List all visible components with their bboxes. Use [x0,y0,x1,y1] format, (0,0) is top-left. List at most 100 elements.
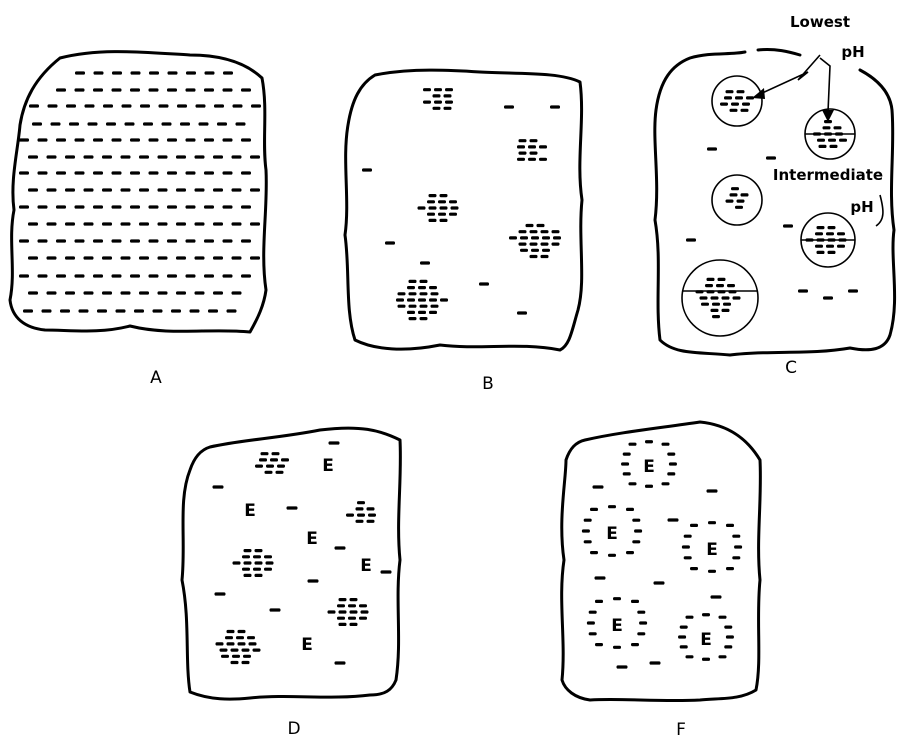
panel-f-cluster-dash [589,611,597,614]
panel-d-cluster-dash [356,507,364,510]
panel-f-cluster-dash [589,632,597,635]
panel-a-dash [236,122,246,125]
panel-a-dash [159,104,169,107]
panel-c-cluster-dash [712,303,720,306]
panel-f-cluster-dash [645,440,653,443]
panel-f-cluster-dash [608,554,616,557]
panel-a-dash [84,291,94,294]
panel-a-dash [167,239,177,242]
panel-a-dash [75,239,85,242]
panel-a-dash [158,188,168,191]
panel-a-dash [195,222,205,225]
panel-c-cluster-dash [701,303,709,306]
panel-a-dash [66,104,76,107]
panel-b-cluster-dash [429,298,437,301]
panel-f-cluster-dash [608,505,616,508]
panel-a-dash [38,205,48,208]
panel-f-cluster-dash [667,453,675,456]
panel-f-cluster-dash [682,545,690,548]
panel-b-outline [345,70,582,350]
panel-b-cluster-dash [438,200,446,203]
panel-b-cluster-dash [445,88,453,91]
panel-a-dash [186,71,196,74]
panel-a-dash [241,171,251,174]
panel-a-dash [204,274,214,277]
panel-c-cluster-dash [712,315,720,318]
panel-b-cluster-dash [537,224,545,227]
panel-d-cluster-dash [261,452,269,455]
panel-f-cluster-dash [702,613,710,616]
panel-a-dash [168,71,178,74]
panel-f-cluster-dash [662,482,670,485]
panel-b-cluster-dash [431,305,439,308]
panel-a-dash [56,274,66,277]
panel-f-e-marker: E [643,457,655,477]
panel-a-dash [93,171,103,174]
panel-b-cluster-dash [449,213,457,216]
panel-a-dash [204,205,214,208]
panel-b-cluster-dash [539,158,547,161]
panel-d-free-dash [213,485,224,488]
panel-b-cluster-dash [541,243,549,246]
panel-a-dash [208,309,218,312]
panel-a-dash [186,239,196,242]
panel-d-cluster-dash [264,568,272,571]
panel-c-cluster-dash [828,226,836,229]
panel-b-cluster-dash [407,286,415,289]
panel-d-free-dash [335,661,346,664]
panel-a-dash [47,256,57,259]
panel-f-cluster-dash [634,529,642,532]
panel-b-cluster-dash [530,152,538,155]
panel-a-dash [176,222,186,225]
panel-c-cluster-dash [837,232,845,235]
panel-b-free-dash [550,105,560,108]
panel-f-cluster-dash [684,535,692,538]
panel-d-cluster-dash [253,568,261,571]
panel-a-dash [167,274,177,277]
panel-c-cluster-dash [746,96,754,99]
panel-a-dash [60,309,70,312]
panel-a-dash [158,155,168,158]
panel-d-cluster-dash [255,574,263,577]
panel-a-dash [214,104,224,107]
panel-a-dash [125,122,135,125]
panel-a-dash [186,274,196,277]
panel-a-dash [250,256,260,259]
panel-a-dash [130,171,140,174]
panel-a-dash [233,104,243,107]
panel-f-free-dash [650,661,661,664]
panel-b-cluster-dash [530,243,538,246]
panel-c-cluster-dash [823,126,831,129]
panel-a-dash [102,188,112,191]
panel-d-free-dash [287,506,298,509]
panel-c-free-dash [783,224,793,227]
panel-d-cluster-dash [272,452,280,455]
panel-d-cluster-dash [266,465,274,468]
panel-a-dash [149,205,159,208]
panel-b-cluster-dash [396,298,404,301]
panel-d-cluster-dash [227,630,235,633]
panel-a-dash [241,274,251,277]
panel-a-dash [204,171,214,174]
panel-c-cluster-dash [724,96,732,99]
panel-label-d: D [287,719,300,739]
panel-d-cluster-dash [276,471,284,474]
panel-a-dash [241,88,251,91]
panel-d-cluster-dash [357,501,365,504]
panel-a-dash [32,122,42,125]
panel-d-cluster-dash [216,642,224,645]
panel-a-dash [19,239,29,242]
panel-c-cluster-dash [815,232,823,235]
panel-f-cluster-dash [667,472,675,475]
panel-c-cluster-dash [729,290,737,293]
panel-d-cluster-dash [281,458,289,461]
panel-a-dash [93,274,103,277]
panel-d-cluster-dash [253,649,261,652]
panel-c-free-dash [823,296,833,299]
panel-d-cluster-dash [232,655,240,658]
panel-c-cluster-dash [830,145,838,148]
panel-b-cluster-dash [528,158,536,161]
panel-d-free-dash [381,570,392,573]
panel-d-cluster-dash [255,561,263,564]
panel-b-cluster-dash [398,292,406,295]
